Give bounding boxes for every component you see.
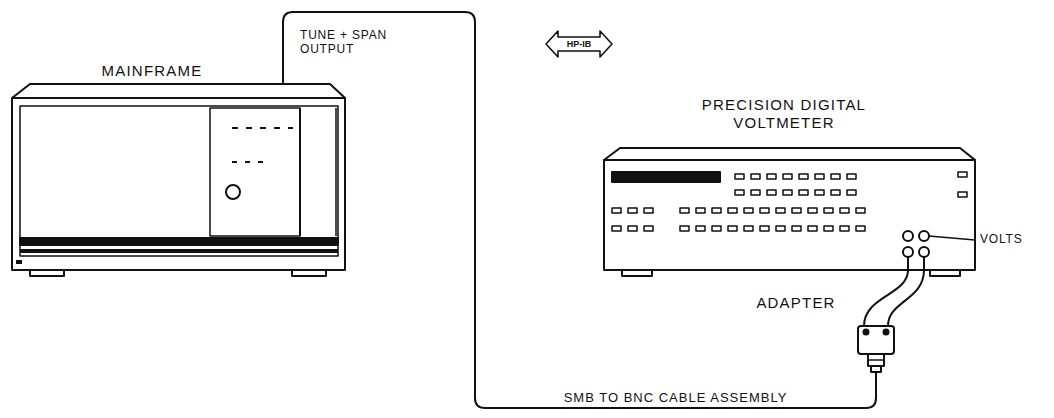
button-symbol (799, 190, 808, 195)
button-symbol (958, 192, 967, 197)
button-symbol (712, 226, 721, 231)
button-symbol (958, 172, 967, 177)
button-symbol (735, 190, 744, 195)
button-symbol (712, 208, 721, 213)
button-symbol (744, 208, 753, 213)
button-symbol (776, 226, 785, 231)
terminal-label: VOLTS (980, 232, 1046, 246)
button-symbol (815, 190, 824, 195)
button-symbol (831, 190, 840, 195)
button-symbol (628, 226, 637, 231)
instrument-label: ADAPTER (746, 294, 846, 312)
instrument-voltmeter: PRECISION DIGITAL VOLTMETER (604, 148, 975, 270)
output-label: TUNE + SPAN OUTPUT (300, 28, 404, 56)
button-symbol (680, 226, 689, 231)
button-symbol (744, 226, 753, 231)
button-symbol (776, 208, 785, 213)
button-symbol (751, 174, 760, 179)
mainframe-drawing (12, 84, 345, 276)
button-symbol (612, 226, 621, 231)
button-symbol (644, 226, 653, 231)
button-symbol (808, 208, 817, 213)
bus-arrow: HP-IB (545, 30, 613, 58)
button-symbol (728, 226, 737, 231)
adapter-drawing (858, 326, 894, 372)
button-symbol (644, 208, 653, 213)
button-symbol (767, 190, 776, 195)
button-symbol (824, 208, 833, 213)
bus-label: HP-IB (545, 30, 613, 58)
button-symbol (751, 190, 760, 195)
button-symbol (680, 208, 689, 213)
button-symbol (856, 226, 865, 231)
button-symbol (792, 226, 801, 231)
button-symbol (612, 208, 621, 213)
button-symbol (840, 208, 849, 213)
button-symbol (856, 208, 865, 213)
instrument-label: PRECISION DIGITAL VOLTMETER (674, 96, 894, 132)
button-symbol (728, 208, 737, 213)
button-symbol (831, 174, 840, 179)
button-symbol (847, 174, 856, 179)
button-symbol (808, 226, 817, 231)
button-symbol (824, 226, 833, 231)
button-symbol (767, 174, 776, 179)
button-symbol (696, 226, 705, 231)
button-symbol (815, 174, 824, 179)
instrument-label: MAINFRAME (82, 62, 222, 80)
cable-label: SMB TO BNC CABLE ASSEMBLY (561, 390, 791, 405)
button-symbol (799, 174, 808, 179)
button-symbol (696, 208, 705, 213)
button-symbol (783, 190, 792, 195)
button-symbol (840, 226, 849, 231)
button-symbol (792, 208, 801, 213)
adapter-block: ADAPTER (858, 326, 894, 372)
button-symbol (760, 208, 769, 213)
button-symbol (735, 174, 744, 179)
button-symbol (847, 190, 856, 195)
button-symbol (783, 174, 792, 179)
test-lead (864, 270, 924, 326)
voltmeter-drawing (604, 148, 975, 276)
button-symbol (760, 226, 769, 231)
cable-assembly (283, 12, 876, 408)
button-symbol (628, 208, 637, 213)
instrument-mainframe: MAINFRAME (12, 84, 345, 270)
